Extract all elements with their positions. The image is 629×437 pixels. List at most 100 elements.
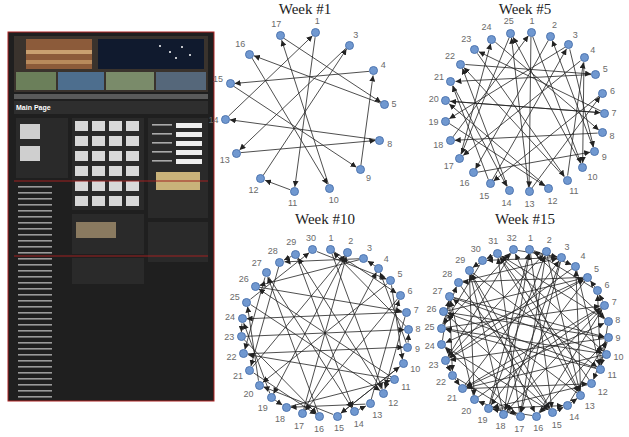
directed-link <box>259 287 401 311</box>
node-number: 30 <box>471 244 481 254</box>
network-node: 18 <box>499 410 508 419</box>
node-number: 27 <box>252 258 262 268</box>
node-dot <box>256 174 265 183</box>
node-dot <box>564 40 573 49</box>
directed-link <box>500 258 579 392</box>
directed-link <box>539 309 602 412</box>
small-photo <box>76 222 116 238</box>
node-dot <box>369 66 378 75</box>
directed-link <box>453 86 489 180</box>
network-node: 3 <box>557 253 566 262</box>
directed-link <box>533 36 581 163</box>
node-dot <box>226 79 235 88</box>
directed-link <box>265 180 290 189</box>
graph-title: Week #15 <box>495 211 555 227</box>
network-node: 24 <box>238 314 247 323</box>
node-dot <box>448 371 457 380</box>
directed-link <box>450 101 600 112</box>
node-dot <box>458 384 467 393</box>
directed-link <box>557 407 564 410</box>
node-number: 28 <box>268 246 278 256</box>
network-node: 20 <box>255 381 264 390</box>
directed-link <box>471 274 550 408</box>
network-node: 1 <box>525 245 534 254</box>
node-number: 21 <box>434 72 444 82</box>
node-number: 22 <box>445 51 455 61</box>
node-dot <box>509 245 518 254</box>
node-number: 23 <box>428 360 438 370</box>
node-dot <box>298 409 307 418</box>
node-number: 3 <box>573 30 578 40</box>
directed-link <box>473 263 479 267</box>
directed-link <box>552 40 593 147</box>
node-number: 10 <box>587 172 597 182</box>
node-number: 14 <box>208 115 218 125</box>
directed-link <box>251 266 279 366</box>
node-dot <box>487 35 496 44</box>
node-number: 5 <box>603 64 608 74</box>
directed-link <box>450 279 584 358</box>
node-number: 12 <box>388 398 398 408</box>
node-number: 3 <box>564 242 569 252</box>
node-dot <box>478 256 487 265</box>
node-number: 13 <box>372 410 382 420</box>
node-dot <box>276 31 285 40</box>
directed-link <box>492 49 566 180</box>
network-node: 3 <box>564 40 573 49</box>
network-node: 13 <box>576 391 585 400</box>
node-dot <box>374 264 383 273</box>
directed-link <box>463 277 584 282</box>
directed-link <box>455 133 598 140</box>
star <box>189 54 191 56</box>
directed-link <box>229 36 313 116</box>
network-node: 28 <box>454 278 463 287</box>
node-dot <box>571 262 580 271</box>
node-dot <box>441 356 450 365</box>
network-node: 15 <box>548 408 557 417</box>
thumbnail <box>20 124 40 139</box>
divider-line <box>14 256 208 257</box>
network-node: 9 <box>356 165 365 174</box>
node-number: 10 <box>410 364 420 374</box>
network-node: 8 <box>598 128 607 137</box>
node-dot <box>237 332 246 341</box>
directed-link <box>576 271 581 392</box>
node-number: 6 <box>610 86 615 96</box>
directed-link <box>234 86 357 167</box>
network-node: 5 <box>591 70 600 79</box>
node-dot <box>563 401 572 410</box>
star <box>175 57 177 59</box>
node-dot <box>221 115 230 124</box>
form-panel <box>148 118 208 218</box>
node-dot <box>404 325 413 334</box>
node-number: 13 <box>525 199 535 209</box>
network-node: 17 <box>298 409 307 418</box>
node-number: 15 <box>334 423 344 433</box>
node-number: 21 <box>233 371 243 381</box>
node-dot <box>379 389 388 398</box>
network-node: 12 <box>379 389 388 398</box>
node-dot <box>542 247 551 256</box>
node-number: 11 <box>569 186 578 196</box>
building-windows <box>26 50 92 54</box>
form-rows <box>150 122 206 167</box>
node-dot <box>375 136 384 145</box>
star <box>169 51 171 53</box>
directed-link <box>533 252 605 318</box>
node-number: 15 <box>479 191 489 201</box>
directed-link <box>334 252 396 294</box>
node-number: 9 <box>415 344 420 354</box>
node-dot <box>470 395 479 404</box>
network-node: 30 <box>308 245 317 254</box>
node-dot <box>590 147 599 156</box>
directed-link <box>284 256 292 260</box>
strip-photo <box>58 72 104 90</box>
node-dot <box>456 60 465 69</box>
network-node: 15 <box>486 179 495 188</box>
network-node: 6 <box>396 291 405 300</box>
node-number: 7 <box>414 305 419 315</box>
directed-link <box>341 367 400 414</box>
node-number: 2 <box>552 20 557 30</box>
node-number: 4 <box>590 45 595 55</box>
page-heading: Main Page <box>16 104 51 112</box>
